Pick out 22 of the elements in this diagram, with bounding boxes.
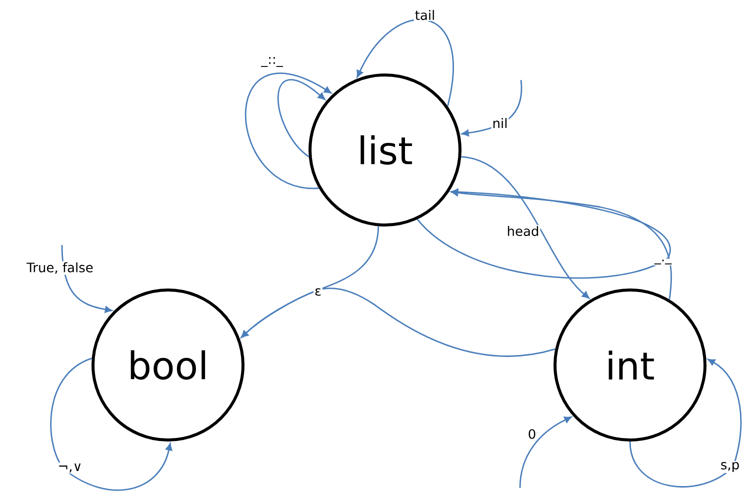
edge-label: head xyxy=(506,224,540,238)
edge-label: 0 xyxy=(526,428,538,440)
edge-label: s,p xyxy=(719,461,741,473)
arrow xyxy=(416,188,670,279)
arrow xyxy=(356,19,454,106)
arrow xyxy=(277,79,326,158)
arrow xyxy=(519,416,572,488)
edge-label: ε xyxy=(314,287,323,297)
edge-label: ¬,∨ xyxy=(56,462,84,474)
arrow xyxy=(240,288,556,357)
edge-label: True, false xyxy=(26,261,94,275)
edge-label: _::_ xyxy=(260,56,284,68)
arrow xyxy=(61,244,112,313)
arrow xyxy=(244,72,332,189)
arrow xyxy=(450,189,672,300)
arrow xyxy=(50,358,172,491)
arrow xyxy=(462,80,522,136)
arrow xyxy=(461,156,590,299)
arrow xyxy=(629,358,742,488)
edge-label: nil xyxy=(491,117,509,129)
edge-label: tail xyxy=(414,8,436,22)
edge-label: _._ xyxy=(653,258,673,266)
